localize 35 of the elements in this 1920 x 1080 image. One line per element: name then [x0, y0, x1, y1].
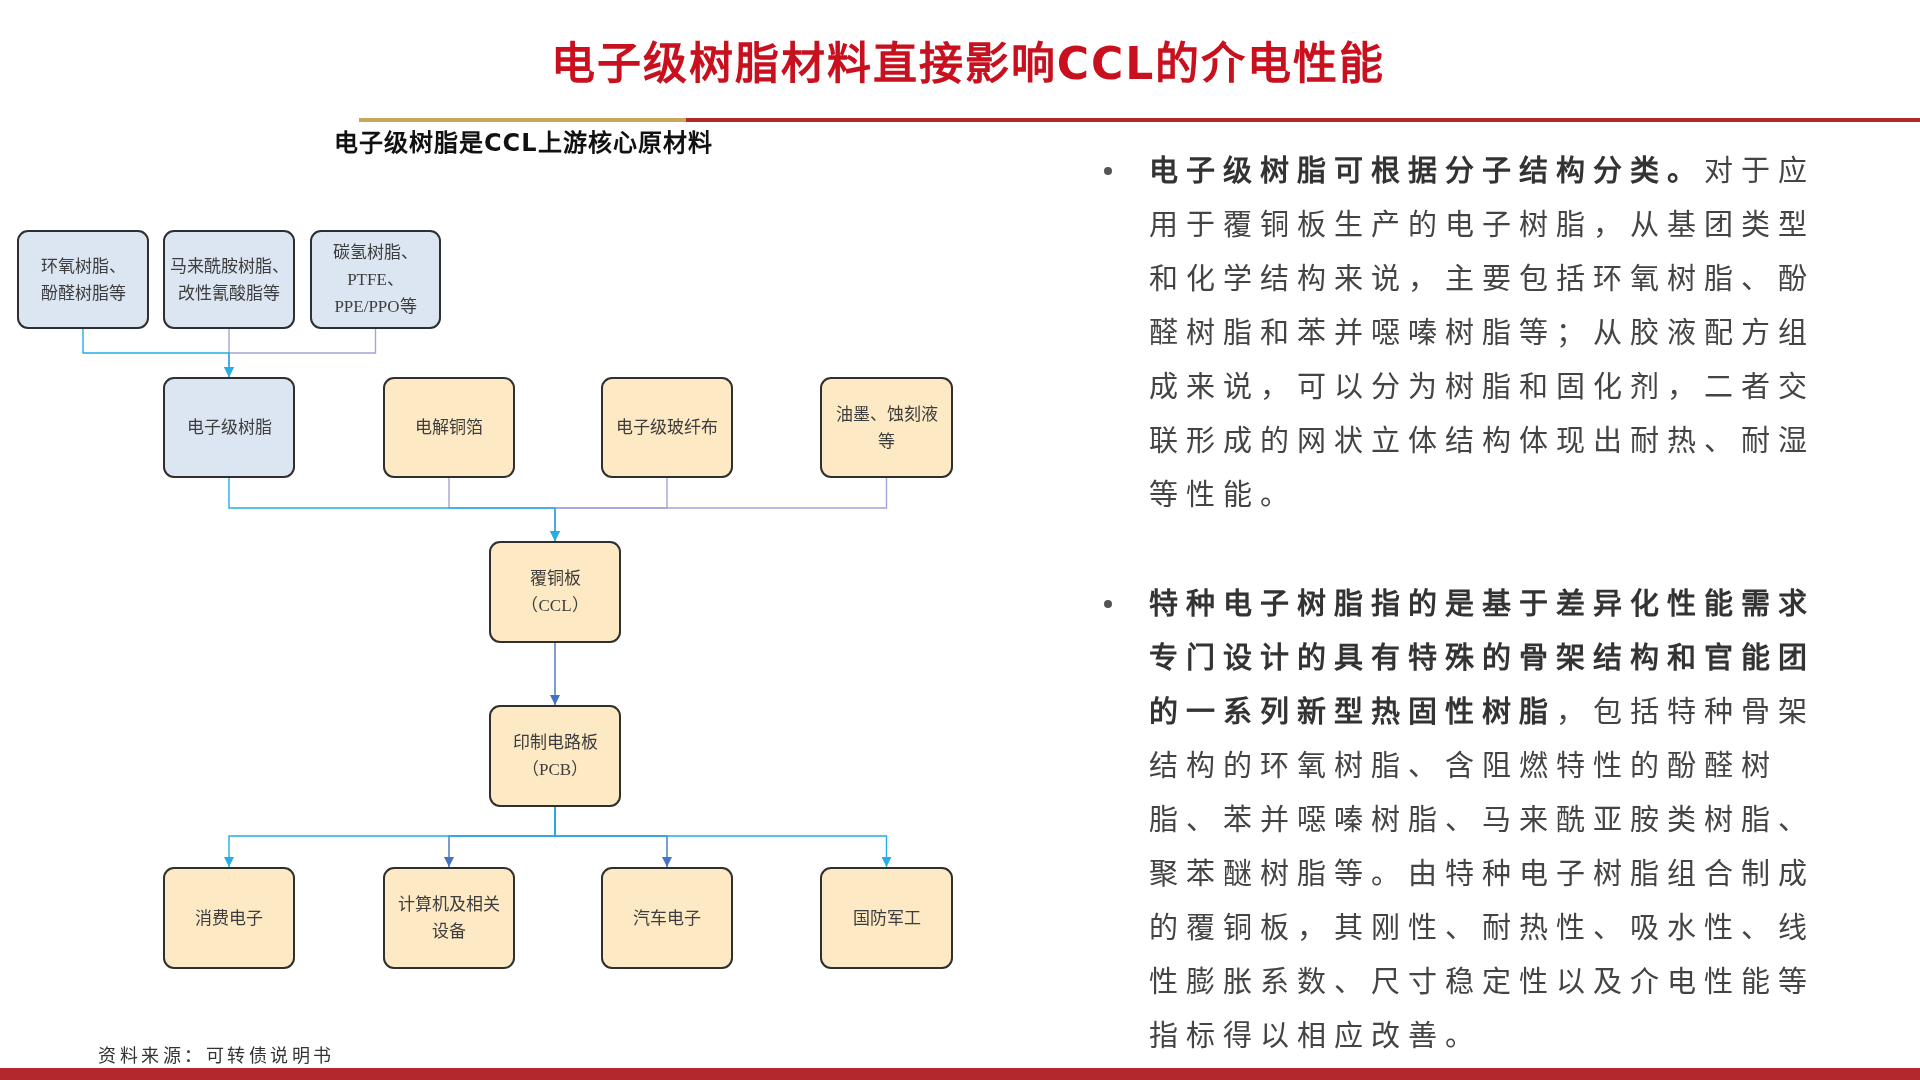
process-box	[820, 867, 953, 969]
node-text: 消费电子	[194, 907, 264, 930]
node-text: 电子级树脂	[185, 417, 273, 439]
connector-arrow	[228, 477, 560, 542]
node-text: 电解铜箔	[414, 417, 484, 439]
process-box	[310, 230, 441, 329]
bullet-paragraph: 特种电子树脂指的是基于差异化性能需求专门设计的具有特殊的骨架结构和官能团的一系列新型热固性树脂，包括特种骨架结构的环氧树脂、含阻燃特性的酚醛树脂、苯并噁嗪树脂、马来酰亚胺类树脂、聚苯醚树脂等。由特种电子树脂组合制成的覆铜板，其刚性、耐热性、吸水性、线性膨胀系数、尺寸稳定性以及介电性能等指标得以相应改善。	[1149, 587, 1816, 1054]
node-text: 国防军工	[851, 907, 922, 930]
process-box	[383, 377, 515, 478]
process-box	[163, 230, 295, 329]
bullet-paragraph: 电子级树脂可根据分子结构分类。对于应用于覆铜板生产的电子树脂，从基团类型和化学结构来说，主要包括环氧树脂、酚醛树脂和苯并噁嗪树脂等；从胶液配方组成来说，可以分为树脂和固化剂，二者交联形成的网状立体结构体现出耐热、耐湿等性能。	[1149, 154, 1816, 513]
page-title: 电子级树脂材料直接影响CCL的介电性能	[550, 37, 1386, 91]
process-box	[17, 230, 149, 329]
node-text: 印制电路板（PCB）	[511, 732, 599, 781]
connector-arrow	[82, 328, 234, 378]
node-text: 油墨、蚀刻液等	[834, 403, 939, 453]
process-box	[601, 867, 733, 969]
process-box	[489, 705, 621, 807]
source-note: 资料来源：可转债说明书	[98, 1045, 335, 1068]
process-box	[601, 377, 733, 478]
node-text: 碳氢树脂、PTFE、PPE/PPO等	[332, 242, 419, 318]
subtitle: 电子级树脂是CCL上游核心原材料	[334, 128, 713, 159]
connector-arrow	[550, 642, 560, 706]
process-box	[383, 867, 515, 969]
node-text: 覆铜板（CCL）	[520, 568, 590, 617]
node-text: 计算机及相关设备	[397, 894, 501, 943]
process-box	[489, 541, 621, 643]
node-text: 汽车电子	[632, 907, 702, 930]
node-text: 环氧树脂、酚醛树脂等	[39, 255, 127, 305]
process-box	[820, 377, 953, 478]
node-text: 电子级玻纤布	[615, 417, 719, 439]
process-box	[163, 867, 295, 969]
node-text: 马来酰胺树脂、改性氰酸脂等	[168, 255, 290, 305]
process-box	[163, 377, 295, 478]
connector-arrow	[554, 806, 892, 868]
